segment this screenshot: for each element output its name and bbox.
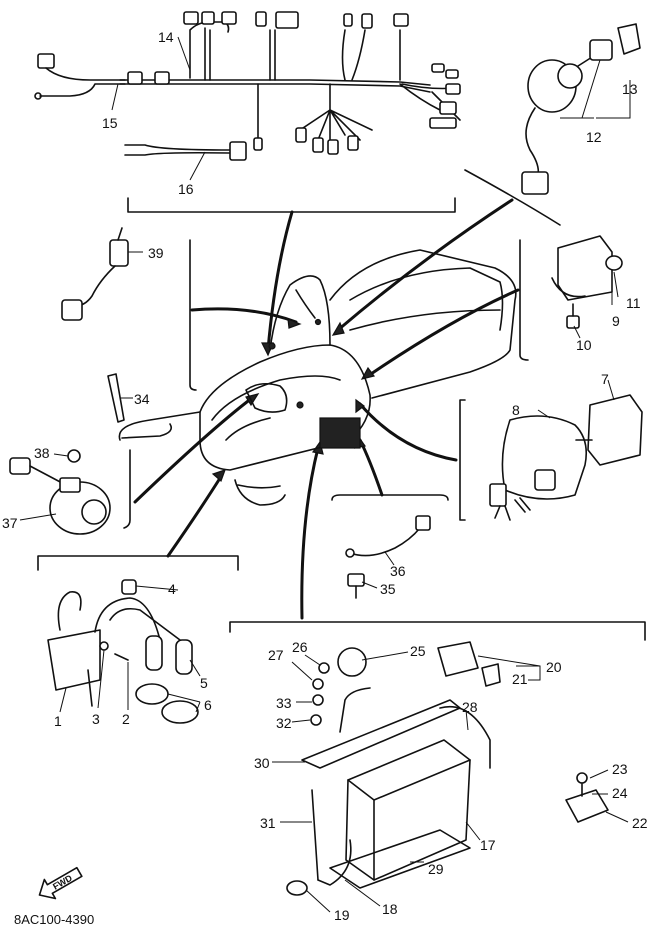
callout-32: 32 (276, 715, 292, 731)
callout-1: 1 (54, 713, 62, 729)
callout-12: 12 (586, 129, 602, 145)
callout-5: 5 (200, 675, 208, 691)
sub-wire-harness (34, 53, 126, 100)
band (107, 373, 125, 423)
callout-9: 9 (612, 313, 620, 329)
callout-14: 14 (158, 29, 174, 45)
callout-26: 26 (292, 639, 308, 655)
callout-39: 39 (148, 245, 164, 261)
callout-38: 38 (34, 445, 50, 461)
group-brackets (37, 169, 646, 641)
callout-2: 2 (122, 711, 130, 727)
callout-6: 6 (204, 697, 212, 713)
callout-30: 30 (254, 755, 270, 771)
ignition-coil-group (47, 579, 199, 724)
battery (345, 739, 471, 881)
cdi-unit (489, 394, 643, 521)
callout-31: 31 (260, 815, 276, 831)
callout-36: 36 (390, 563, 406, 579)
callout-10: 10 (576, 337, 592, 353)
lead-wire (124, 141, 247, 161)
key-tag (617, 23, 641, 55)
switch-assembly (61, 227, 129, 321)
snowmobile-body (118, 249, 517, 506)
callout-16: 16 (178, 181, 194, 197)
callout-28: 28 (462, 699, 478, 715)
callout-8: 8 (512, 402, 520, 418)
leader-lines (19, 36, 631, 913)
callout-35: 35 (380, 581, 396, 597)
callout-24: 24 (612, 785, 628, 801)
callout-21: 21 (512, 671, 528, 687)
callout-18: 18 (382, 901, 398, 917)
pointer-arrowheads (211, 318, 376, 483)
callout-25: 25 (410, 643, 426, 659)
callout-20: 20 (546, 659, 562, 675)
callout-4: 4 (168, 581, 176, 597)
callout-37: 37 (2, 515, 18, 531)
starter-relay (9, 449, 111, 535)
drawing-code: 8AC100-4390 (14, 912, 94, 927)
callout-labels: 1 2 3 4 5 6 7 8 9 10 11 12 13 14 15 16 1… (2, 29, 648, 923)
callout-27: 27 (268, 647, 284, 663)
main-switch (521, 23, 641, 195)
wire-harness (119, 11, 461, 155)
callout-23: 23 (612, 761, 628, 777)
engine-block (319, 417, 361, 449)
control-module (551, 235, 623, 329)
callout-34: 34 (134, 391, 150, 407)
callout-7: 7 (601, 371, 609, 387)
callout-22: 22 (632, 815, 648, 831)
callout-33: 33 (276, 695, 292, 711)
callout-29: 29 (428, 861, 444, 877)
battery-group (286, 641, 609, 896)
sensor-parts (345, 515, 431, 599)
key (589, 39, 613, 61)
callout-3: 3 (92, 711, 100, 727)
forward-arrow-icon: FWD (38, 866, 83, 900)
callout-15: 15 (102, 115, 118, 131)
callout-19: 19 (334, 907, 350, 923)
callout-17: 17 (480, 837, 496, 853)
callout-11: 11 (626, 295, 641, 311)
callout-13: 13 (622, 81, 638, 97)
